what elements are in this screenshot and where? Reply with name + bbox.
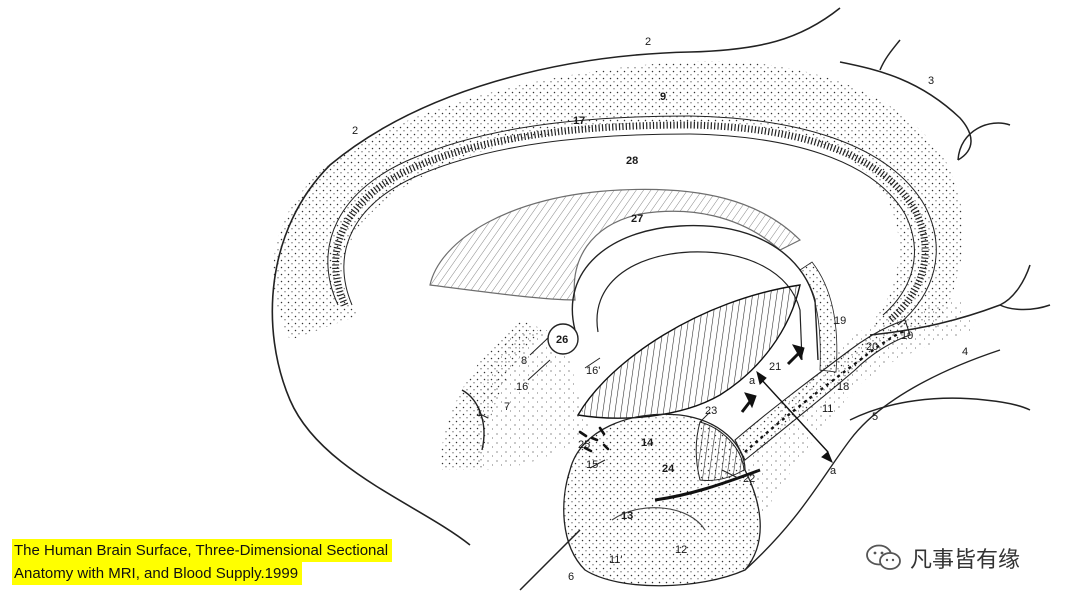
label-9: 9 [660,91,666,103]
label-4: 4 [962,346,968,358]
label-19: 19 [834,315,846,327]
fornix-arc [571,224,819,361]
leader-lines [479,337,739,479]
callosal-sulcus-outer [327,115,937,326]
label-23: 23 [705,405,717,417]
callosal-sulcus-inner [343,133,915,316]
vessel-3 [839,39,1011,161]
label-22: 22 [743,473,755,485]
label-26: 26 [556,334,568,346]
vessel-4 [869,264,1051,336]
label-14: 14 [641,437,654,449]
label-17: 17 [573,115,585,127]
pial-surface-line [271,7,841,546]
account-watermark: 凡事皆有缘 [866,542,1020,574]
vessel-6 [519,529,581,591]
cortex-outer-band [273,61,964,340]
label-6: 6 [568,571,574,583]
label-11: 11 [822,403,833,415]
label-25: 25 [578,439,590,451]
callosal-sulcus-band [332,121,929,323]
label-a-upper: a [749,375,756,387]
temporal-lobe-outline [744,349,1001,571]
label-28: 28 [626,155,638,167]
label-27: 27 [631,213,643,225]
amygdala-hatched-cap [695,421,745,481]
vessel-5 [849,397,1031,421]
label-8: 8 [521,355,527,367]
watermark-text: 凡事皆有缘 [910,548,1021,573]
label-7: 7 [504,401,510,413]
label-20: 20 [866,341,878,353]
label-13: 13 [621,510,633,522]
choroid-bits-25 [578,426,610,453]
label-2-top: 2 [645,36,651,48]
label-24: 24 [662,463,675,475]
label-12: 12 [675,544,687,556]
subcallosal-stipple [440,320,545,470]
label-5: 5 [872,411,878,423]
label-10: 10 [901,330,913,342]
wechat-icon [866,544,901,570]
label-11-prime: 11' [609,554,623,566]
label-a-lower: a [830,465,837,477]
caption-line-1: The Human Brain Surface, Three-Dimension… [12,539,393,562]
temporal-stipple [745,300,975,520]
label-18: 18 [837,381,849,393]
label-16: 16 [516,381,528,393]
label-21: 21 [769,361,781,373]
label-2-left: 2 [352,125,358,137]
fornix-arc-inner [596,251,803,361]
label-3: 3 [928,75,934,87]
caption-line-2: Anatomy with MRI, and Blood Supply.1999 [12,562,303,585]
structure-26-circle [547,323,579,355]
uncal-notch-curve [611,507,706,531]
septum-region [429,188,802,301]
flow-arrows [740,344,833,464]
thalamus-cut-surface [576,284,801,419]
source-caption: The Human Brain Surface, Three-Dimension… [12,539,393,585]
label-16-prime: 16' [586,365,600,377]
label-15: 15 [586,459,598,471]
label-1: 1 [476,407,482,419]
